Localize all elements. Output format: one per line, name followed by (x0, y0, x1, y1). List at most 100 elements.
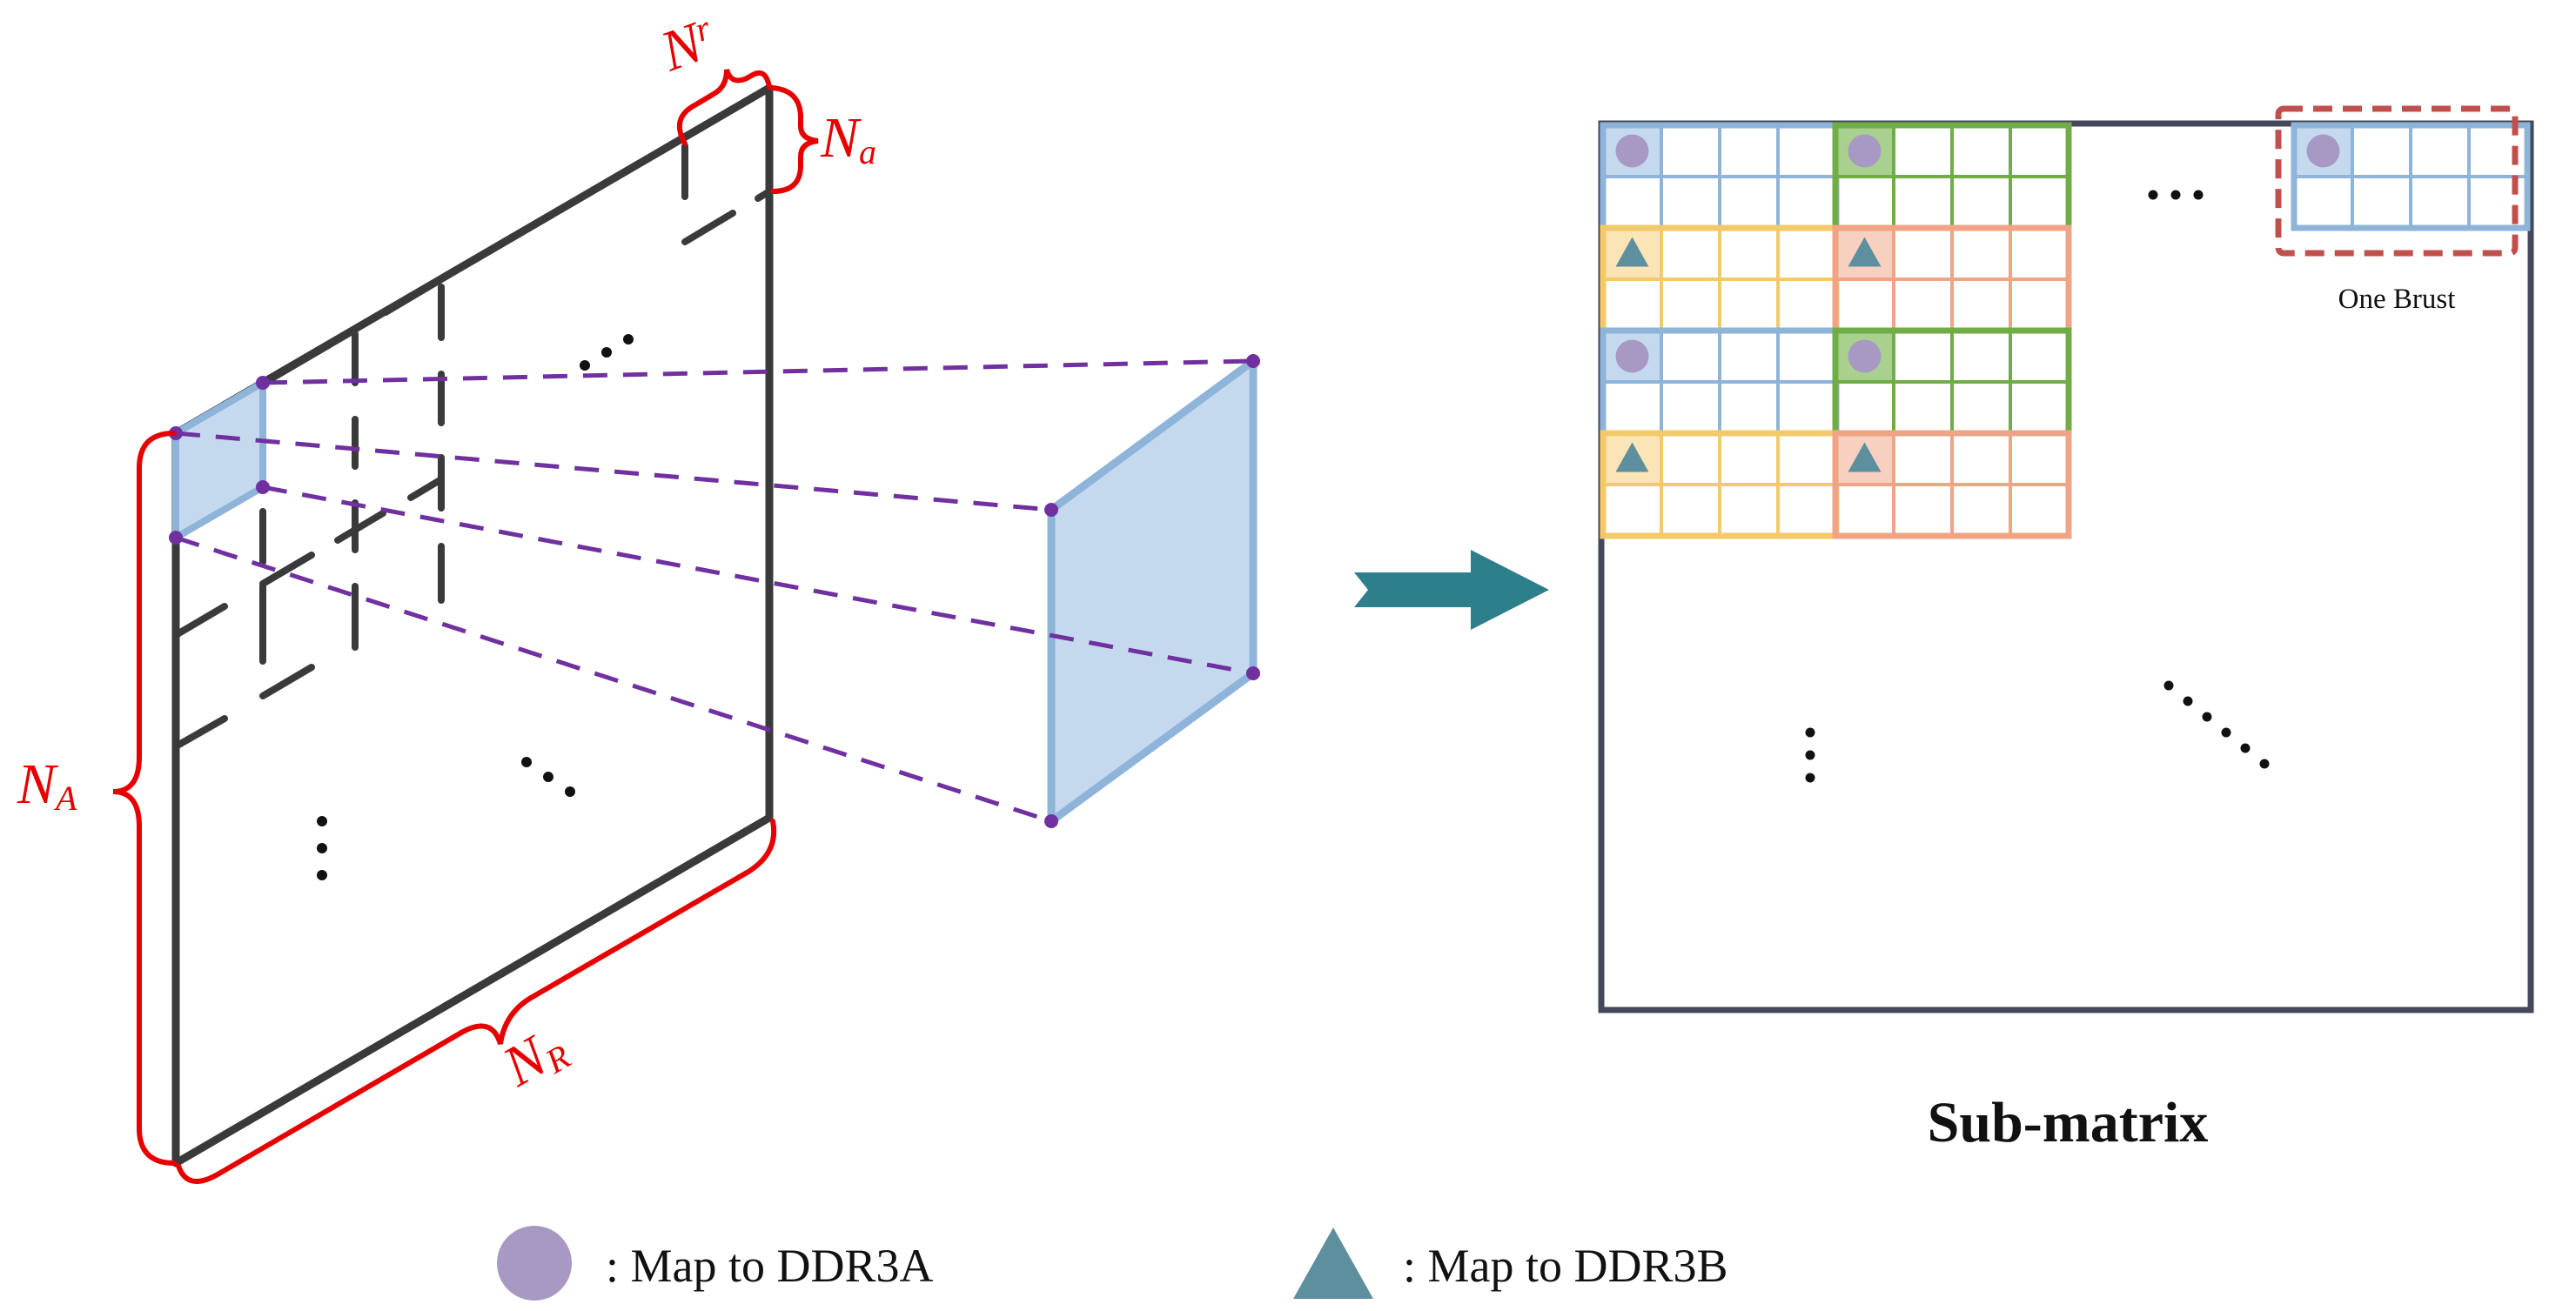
brace-NA (112, 431, 177, 1166)
matrix-frame (171, 84, 774, 1167)
grid-cell (1950, 124, 2012, 178)
grid-cell (1950, 483, 2012, 538)
grid-cell (1776, 380, 1838, 435)
burst-block-yellow (1600, 430, 1840, 539)
circle-icon (497, 1226, 572, 1301)
block-outline (2291, 122, 2531, 231)
triangle-icon (1615, 237, 1649, 267)
one-burst-label: One Brust (2338, 284, 2456, 315)
legend-triangle-text: : Map to DDR3B (1403, 1240, 1728, 1292)
grid-cell (1834, 278, 1895, 332)
triangle-icon (1848, 237, 1882, 267)
grid-cell (1892, 483, 1954, 538)
grid-cell (1776, 483, 1838, 538)
grid-cell (1834, 175, 1895, 230)
grid-cell (1660, 329, 1721, 384)
grid-cell (1718, 483, 1780, 538)
burst-block-orange (1832, 430, 2072, 539)
grid-cell (1892, 226, 1954, 281)
label-NA: NA (17, 752, 77, 818)
burst-block-yellow (1600, 224, 1840, 334)
burst-block-blue (2291, 122, 2531, 231)
grid-cell (1950, 329, 2012, 384)
grid-cell (2009, 380, 2070, 435)
submatrix-ellipsis (1805, 190, 2270, 783)
grid-cell (2009, 329, 2070, 384)
right-arrow-icon (1354, 550, 1549, 630)
grid-cell (2009, 431, 2070, 486)
grid-cell (1892, 431, 1954, 486)
grid-cell (1776, 329, 1838, 384)
block-outline (1832, 430, 2072, 539)
triangle-icon (1615, 442, 1649, 472)
projection-lines (175, 358, 1254, 824)
grid-cell (1718, 175, 1780, 230)
grid-cell (1950, 175, 2012, 230)
one-burst-box (2275, 105, 2519, 257)
grid-cell (2409, 175, 2471, 230)
burst-block-green (1832, 327, 2072, 437)
burst-block-orange (1832, 224, 2072, 334)
grid-cell (2009, 124, 2070, 178)
grid-cell (1776, 175, 1838, 230)
brace-Na (770, 85, 819, 194)
submatrix-grid (1600, 122, 2531, 539)
grid-cell (1718, 278, 1780, 332)
grid-cell (1660, 380, 1721, 435)
grid-cell (1601, 380, 1663, 435)
submatrix-title: Sub-matrix (1928, 1091, 2209, 1154)
grid-cell (1718, 431, 1780, 486)
legend-circle-text: : Map to DDR3A (606, 1240, 934, 1292)
grid-cell (2409, 124, 2471, 178)
grid-cell (1601, 483, 1663, 538)
grid-cell (1601, 278, 1663, 332)
grid-cell (1660, 278, 1721, 332)
grid-cell (1776, 431, 1838, 486)
grid-cell (1950, 431, 2012, 486)
grid-cell (1834, 483, 1895, 538)
grid-cell (1660, 124, 1721, 178)
grid-cell (1950, 278, 2012, 332)
burst-block-blue (1600, 327, 1840, 437)
selected-block (172, 377, 266, 544)
grid-cell (1776, 226, 1838, 281)
grid-cell (1718, 380, 1780, 435)
projected-block (1047, 357, 1258, 826)
large-matrix (171, 84, 774, 1167)
circle-icon (1848, 339, 1882, 373)
burst-block-blue (1600, 122, 1840, 231)
grid-cell (1892, 124, 1954, 178)
grid-cell (1834, 380, 1895, 435)
grid-cell (1601, 175, 1663, 230)
grid-cell (1660, 483, 1721, 538)
grid-cell (2009, 278, 2070, 332)
tile-dashes (172, 143, 773, 750)
grid-cell (2009, 483, 2070, 538)
grid-cell (2351, 175, 2412, 230)
grid-cell (2467, 124, 2529, 178)
grid-cell (1892, 329, 1954, 384)
circle-icon (1615, 339, 1649, 373)
grid-cell (1950, 380, 2012, 435)
triangle-icon (1848, 442, 1882, 472)
burst-block-green (1832, 122, 2072, 231)
label-Na: Na (820, 106, 876, 171)
grid-cell (2467, 175, 2529, 230)
triangle-icon (1293, 1227, 1373, 1299)
grid-cell (1892, 278, 1954, 332)
grid-cell (1950, 226, 2012, 281)
grid-cell (1892, 175, 1954, 230)
grid-cell (1660, 226, 1721, 281)
circle-icon (1848, 134, 1882, 168)
grid-cell (1660, 431, 1721, 486)
grid-cell (1718, 226, 1780, 281)
grid-cell (1776, 124, 1838, 178)
dimension-braces (112, 69, 819, 1184)
circle-icon (1615, 134, 1649, 168)
brace-Nr (676, 69, 772, 146)
brace-NR (176, 819, 777, 1184)
grid-cell (1892, 380, 1954, 435)
grid-cell (1660, 175, 1721, 230)
grid-cell (2009, 175, 2070, 230)
